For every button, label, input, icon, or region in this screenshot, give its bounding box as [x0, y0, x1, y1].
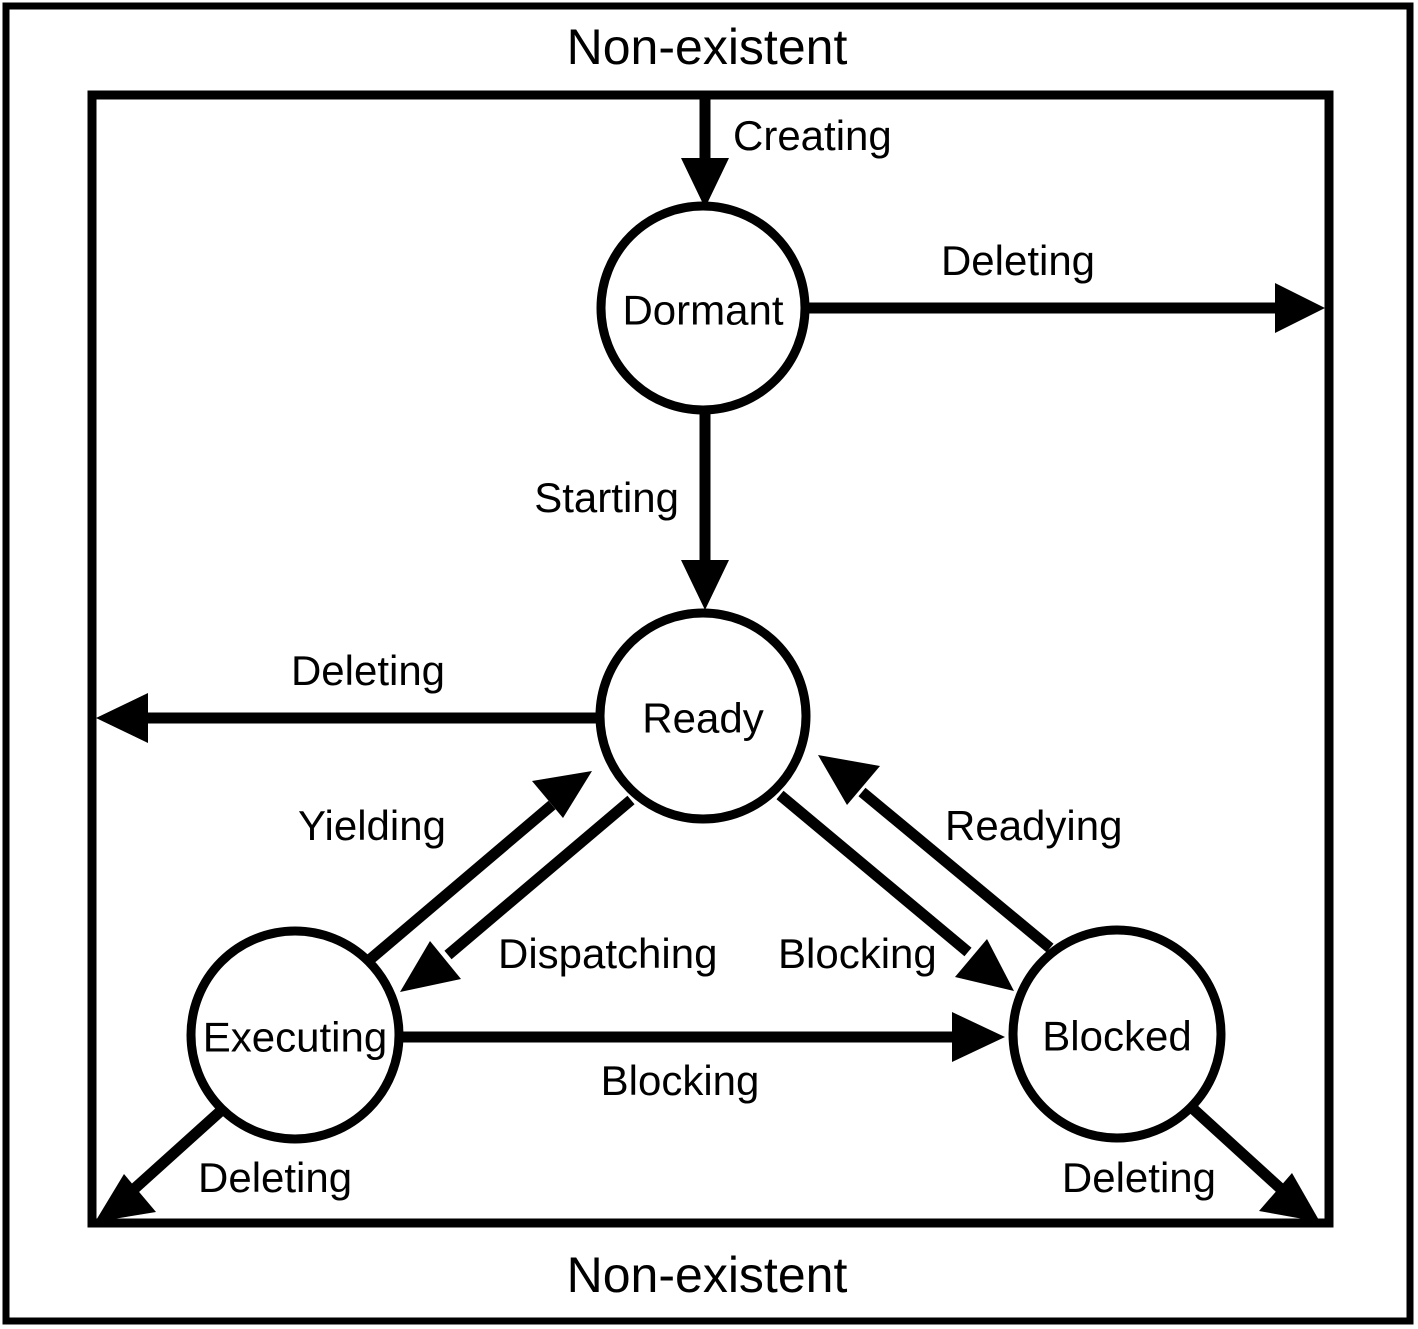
deleting-executing-label: Deleting [198, 1154, 352, 1201]
deleting-executing-arrowhead [95, 1174, 156, 1222]
state-node-dormant[interactable]: Dormant [596, 201, 810, 415]
ready-label: Ready [642, 695, 763, 742]
deleting-blocked-line [1186, 1101, 1285, 1194]
blocked-circle[interactable] [1008, 925, 1226, 1143]
yielding-line [363, 800, 556, 967]
dispatching-label: Dispatching [498, 930, 717, 977]
dispatching-arrowhead [400, 941, 461, 992]
blocking-ready-line [776, 790, 972, 957]
starting-arrowhead [681, 560, 729, 610]
transition-blocking-executing: Blocking [401, 1012, 1005, 1104]
inner-frame [87, 90, 1334, 1228]
blocking-executing-label: Blocking [601, 1057, 760, 1104]
state-node-blocked[interactable]: Blocked [1008, 925, 1226, 1143]
dormant-circle[interactable] [596, 201, 810, 415]
transition-deleting-ready: Deleting [96, 647, 598, 743]
zone-label-bottom: Non-existent [567, 1247, 848, 1303]
executing-label: Executing [203, 1014, 387, 1061]
deleting-blocked-arrowhead [1259, 1173, 1320, 1222]
transition-starting: Starting [534, 412, 729, 610]
transition-readying: Readying [818, 755, 1122, 953]
creating-arrowhead [681, 158, 729, 208]
state-node-ready[interactable]: Ready [595, 608, 811, 824]
dispatching-line [444, 795, 635, 960]
deleting-dormant-arrowhead [1275, 283, 1325, 333]
readying-line [858, 787, 1054, 953]
blocking-executing-arrowhead [952, 1012, 1005, 1062]
deleting-executing-line [129, 1103, 228, 1195]
transition-deleting-blocked: Deleting [1062, 1101, 1320, 1222]
yielding-arrowhead [532, 771, 592, 818]
state-node-executing[interactable]: Executing [186, 926, 404, 1144]
transition-blocking-ready: Blocking [776, 790, 1014, 991]
readying-arrowhead [818, 755, 880, 805]
starting-label: Starting [534, 474, 679, 521]
creating-label: Creating [733, 112, 892, 159]
ready-circle[interactable] [595, 608, 811, 824]
transition-creating: Creating [681, 99, 892, 208]
blocking-ready-arrowhead [955, 939, 1014, 991]
executing-circle[interactable] [186, 926, 404, 1144]
blocking-ready-label: Blocking [778, 930, 937, 977]
zone-label-top: Non-existent [567, 19, 848, 75]
transition-deleting-executing: Deleting [95, 1103, 352, 1222]
deleting-ready-arrowhead [96, 693, 148, 743]
deleting-dormant-label: Deleting [941, 237, 1095, 284]
transition-yielding: Yielding [298, 771, 592, 967]
deleting-blocked-label: Deleting [1062, 1154, 1216, 1201]
yielding-label: Yielding [298, 802, 446, 849]
deleting-ready-label: Deleting [291, 647, 445, 694]
dormant-label: Dormant [622, 287, 783, 334]
transition-dispatching: Dispatching [400, 795, 717, 992]
transition-deleting-dormant: Deleting [806, 237, 1325, 333]
readying-label: Readying [945, 802, 1122, 849]
blocked-label: Blocked [1042, 1013, 1191, 1060]
